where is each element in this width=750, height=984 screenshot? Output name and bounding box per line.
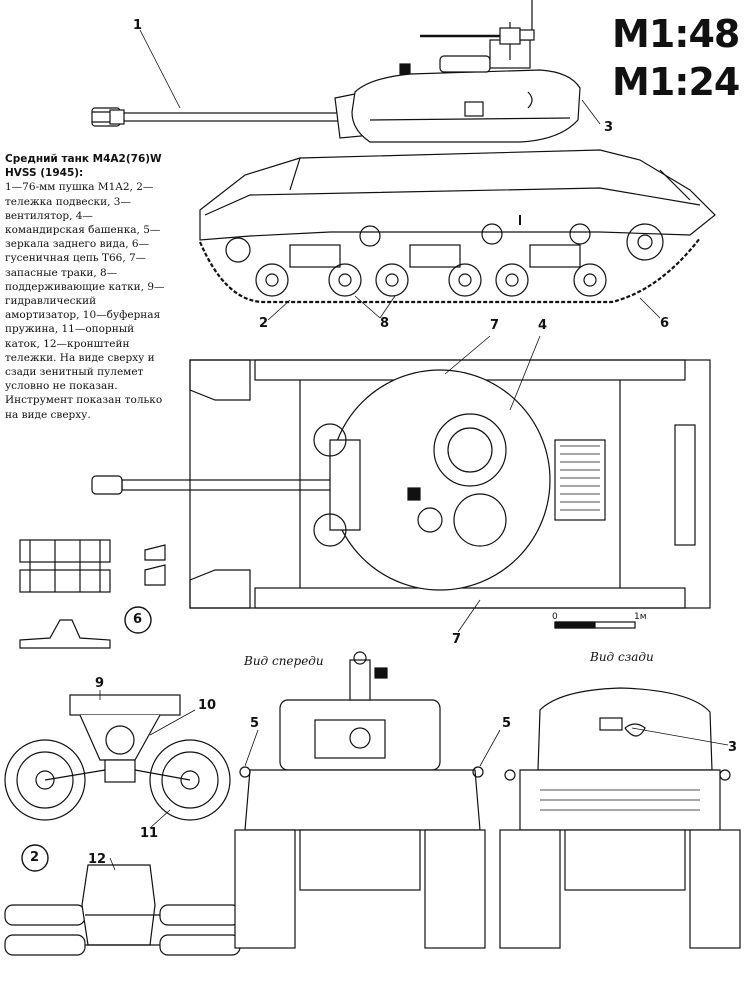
top-view <box>91 335 711 633</box>
side-view <box>91 0 716 321</box>
turret-top <box>329 369 551 591</box>
callout-7-bottom: 7 <box>452 632 462 647</box>
scale-bar <box>554 621 636 629</box>
callout-1: 1 <box>133 18 143 33</box>
turret <box>351 69 581 143</box>
bogie-detail <box>4 690 231 829</box>
callout-10: 10 <box>198 698 217 713</box>
callout-5-left: 5 <box>250 716 260 731</box>
rear-view <box>499 687 741 949</box>
caption: Средний танк M4A2(76)W HVSS (1945): 1—76… <box>5 152 165 422</box>
scale-bar-one: 1м <box>634 612 647 622</box>
callout-9: 9 <box>95 676 105 691</box>
callout-11: 11 <box>140 826 159 841</box>
callout-3: 3 <box>604 120 614 135</box>
callout-6-circle: 6 <box>133 612 143 627</box>
scale-primary: M1:48 <box>612 12 740 56</box>
track-detail <box>19 539 166 649</box>
front-view <box>234 651 501 949</box>
caption-title: Средний танк M4A2(76)W HVSS (1945): <box>5 153 162 180</box>
callout-3-rear: 3 <box>728 740 738 755</box>
callout-2: 2 <box>259 316 269 331</box>
track <box>198 237 701 304</box>
rear-view-label: Вид сзади <box>590 650 654 664</box>
callout-7-top: 7 <box>490 318 500 333</box>
caption-body: 1—76-мм пушка M1A2, 2—тележка подвески, … <box>5 181 165 421</box>
callout-12: 12 <box>88 852 107 867</box>
callout-8: 8 <box>380 316 390 331</box>
front-view-label: Вид спереди <box>244 654 324 668</box>
callout-5-right: 5 <box>502 716 512 731</box>
callout-4: 4 <box>538 318 548 333</box>
callout-2-circle: 2 <box>30 850 40 865</box>
gun-barrel <box>91 107 341 127</box>
road-wheels <box>225 223 664 297</box>
callout-6: 6 <box>660 316 670 331</box>
bogie-bottom-detail <box>4 857 241 956</box>
scale-secondary: M1:24 <box>612 60 740 104</box>
scale-bar-zero: 0 <box>552 612 558 622</box>
